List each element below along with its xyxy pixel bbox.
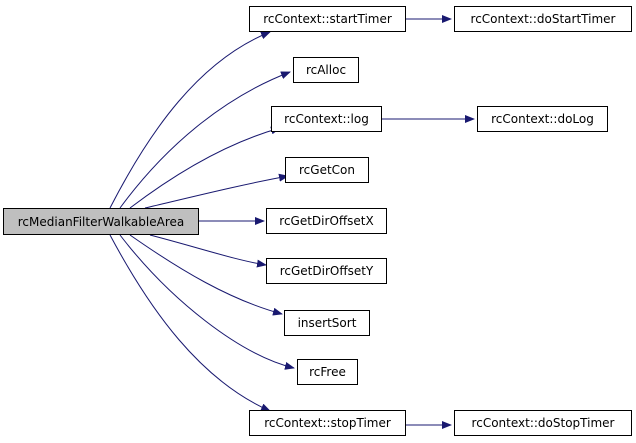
node-start-timer[interactable]: rcContext::startTimer <box>249 6 406 32</box>
node-stop-timer[interactable]: rcContext::stopTimer <box>249 410 406 436</box>
node-do-log[interactable]: rcContext::doLog <box>477 106 608 132</box>
edge-root-to-log <box>129 126 281 209</box>
node-insert-sort[interactable]: insertSort <box>284 310 370 336</box>
node-get-con[interactable]: rcGetCon <box>285 157 369 183</box>
node-log[interactable]: rcContext::log <box>271 106 382 132</box>
root-node: rcMedianFilterWalkableArea <box>3 208 199 235</box>
edge-root-to-starttimer <box>109 31 271 209</box>
edge-root-to-free <box>119 234 295 370</box>
edge-root-to-getdiroffsety <box>149 234 267 268</box>
node-do-stop-timer[interactable]: rcContext::doStopTimer <box>454 410 632 436</box>
edge-root-to-stoptimer <box>109 234 271 412</box>
edge-root-to-alloc <box>119 71 291 209</box>
node-get-dir-offset-y[interactable]: rcGetDirOffsetY <box>266 258 387 284</box>
node-rc-alloc[interactable]: rcAlloc <box>293 57 359 83</box>
node-get-dir-offset-x[interactable]: rcGetDirOffsetX <box>266 208 387 234</box>
node-do-start-timer[interactable]: rcContext::doStartTimer <box>454 6 632 32</box>
edge-root-to-insertsort <box>129 234 283 316</box>
node-rc-free[interactable]: rcFree <box>297 359 358 385</box>
edge-root-to-getcon <box>144 173 289 209</box>
